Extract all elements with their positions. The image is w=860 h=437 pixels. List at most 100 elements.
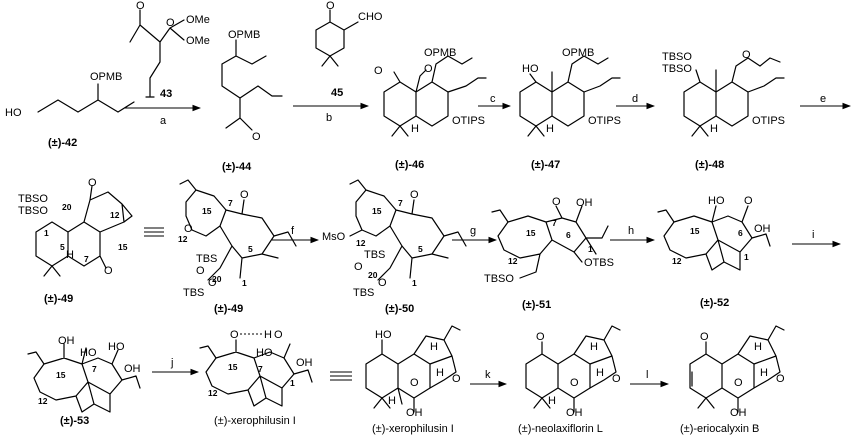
atom-label: TBSO: [662, 51, 692, 63]
atom-label: O: [374, 65, 383, 77]
xerophilusin-flat: HO O H O H H OH (±)-xerophilusin I: [365, 325, 461, 435]
atom-number: 1: [412, 278, 417, 288]
atom-label: O: [700, 331, 709, 343]
atom-number: 5: [248, 244, 253, 254]
atom-label: TBS: [196, 253, 217, 265]
atom-number: 15: [118, 242, 128, 252]
atom-label: TBS: [183, 287, 204, 299]
atom-label: OTIPS: [752, 115, 785, 127]
atom-number: 15: [526, 228, 536, 238]
atom-label: H: [411, 123, 419, 135]
compound-label: (±)-49: [44, 293, 73, 305]
compound-name: (±)-xerophilusin I: [372, 423, 454, 435]
atom-number: 5: [60, 242, 65, 252]
atom-label: H: [548, 395, 556, 407]
compound-label: (±)-47: [531, 159, 560, 171]
compound-51: O OH OTBS TBSO 15 7 6 12 1 (±)-51: [484, 196, 614, 311]
atom-label: OH: [566, 407, 583, 419]
atom-label: O: [104, 265, 113, 277]
atom-label: OH: [406, 407, 423, 419]
compound-50: O MsO TBS O TBS O 15 7 12 20 5 1 (±)-50: [322, 179, 467, 315]
atom-number: 7: [92, 364, 97, 374]
atom-label: O: [452, 373, 461, 385]
compound-52: HO O OH 15 6 12 1 (±)-52: [657, 195, 771, 309]
atom-label: H: [760, 367, 768, 379]
atom-label: O: [734, 377, 743, 389]
reagent-45: O CHO 45: [315, 0, 383, 99]
atom-label: HO: [256, 347, 273, 359]
atom-label: OMe: [186, 35, 210, 47]
compound-label: (±)-52: [700, 297, 729, 309]
arrow-d: d: [616, 93, 656, 110]
atom-label: O: [208, 277, 217, 289]
equivalence-symbol: [330, 371, 352, 381]
atom-label: OPMB: [424, 47, 456, 59]
compound-label: 43: [160, 88, 172, 100]
compound-label: 45: [331, 87, 343, 99]
reagent-label: a: [160, 115, 167, 127]
atom-label: O: [326, 0, 335, 12]
atom-number: 1: [588, 244, 593, 254]
atom-label: HO: [375, 329, 392, 341]
compound-42: HO OPMB (±)-42: [5, 71, 135, 149]
xerophilusin-3d: O H O HO OH 15 7 12 1 (±)-xerophilusin I: [199, 329, 313, 427]
atom-label: H: [546, 123, 554, 135]
atom-number: 7: [552, 218, 557, 228]
reagent-label: b: [326, 112, 332, 124]
atom-label: O: [570, 377, 579, 389]
atom-label: OH: [124, 363, 141, 375]
atom-label: HO: [522, 63, 539, 75]
arrow-i: i: [792, 229, 842, 248]
compound-48: TBSO TBSO O OTIPS H (±)-48: [662, 49, 785, 171]
compound-49-flat: TBSO TBSO O O H 20 12 1 5 7 15 (±)-49: [18, 177, 133, 305]
atom-label: O: [136, 0, 145, 12]
atom-label: OPMB: [90, 71, 122, 83]
reagent-label: e: [820, 93, 826, 105]
atom-label: O: [230, 329, 239, 341]
reagent-label: g: [470, 225, 476, 237]
arrow-e: e: [800, 93, 852, 110]
arrow-b: b: [293, 102, 370, 124]
atom-label: O: [552, 196, 561, 208]
atom-label: O: [274, 329, 283, 341]
atom-label: O: [410, 189, 419, 201]
atom-label: OPMB: [228, 29, 260, 41]
atom-label: O: [776, 373, 785, 385]
atom-label: H: [388, 395, 396, 407]
atom-label: O: [252, 131, 261, 143]
atom-label: H: [264, 329, 272, 341]
arrow-a: a: [125, 104, 202, 127]
atom-label: H: [596, 367, 604, 379]
atom-number: 1: [242, 278, 247, 288]
atom-label: O: [536, 331, 545, 343]
atom-label: H: [590, 341, 598, 353]
atom-label: O: [184, 223, 193, 235]
atom-number: 12: [178, 234, 188, 244]
reagent-label: f: [291, 225, 295, 237]
reagent-label: i: [812, 229, 814, 241]
arrow-g: g: [452, 225, 498, 244]
reagent-43: O O OMe OMe 43: [129, 0, 210, 100]
compound-53: OH HO HO OH 15 7 12 (±)-53: [27, 335, 141, 427]
arrow-l: l: [630, 369, 670, 388]
atom-label: O: [742, 49, 751, 61]
atom-label: O: [410, 377, 419, 389]
atom-label: H: [710, 123, 718, 135]
reagent-label: d: [632, 93, 638, 105]
atom-number: 12: [672, 256, 682, 266]
atom-label: O: [424, 63, 433, 75]
compound-label: (±)-51: [522, 299, 551, 311]
compound-47: HO OPMB OTIPS H (±)-47: [519, 47, 621, 171]
atom-label: OH: [576, 197, 593, 209]
compound-label: (±)-44: [222, 161, 252, 173]
atom-number: 15: [202, 206, 212, 216]
atom-label: O: [196, 265, 205, 277]
compound-label: (±)-42: [48, 137, 77, 149]
neolaxiflorin-l: O O H O H H OH (±)-neolaxiflorin L: [518, 325, 621, 435]
atom-number: 7: [228, 198, 233, 208]
atom-number: 5: [418, 244, 423, 254]
reagent-label: l: [646, 369, 648, 381]
atom-label: OTIPS: [588, 115, 621, 127]
eriocalyxin-b: O O H O H OH (±)-eriocalyxin B: [680, 325, 785, 435]
atom-label: O: [612, 373, 621, 385]
